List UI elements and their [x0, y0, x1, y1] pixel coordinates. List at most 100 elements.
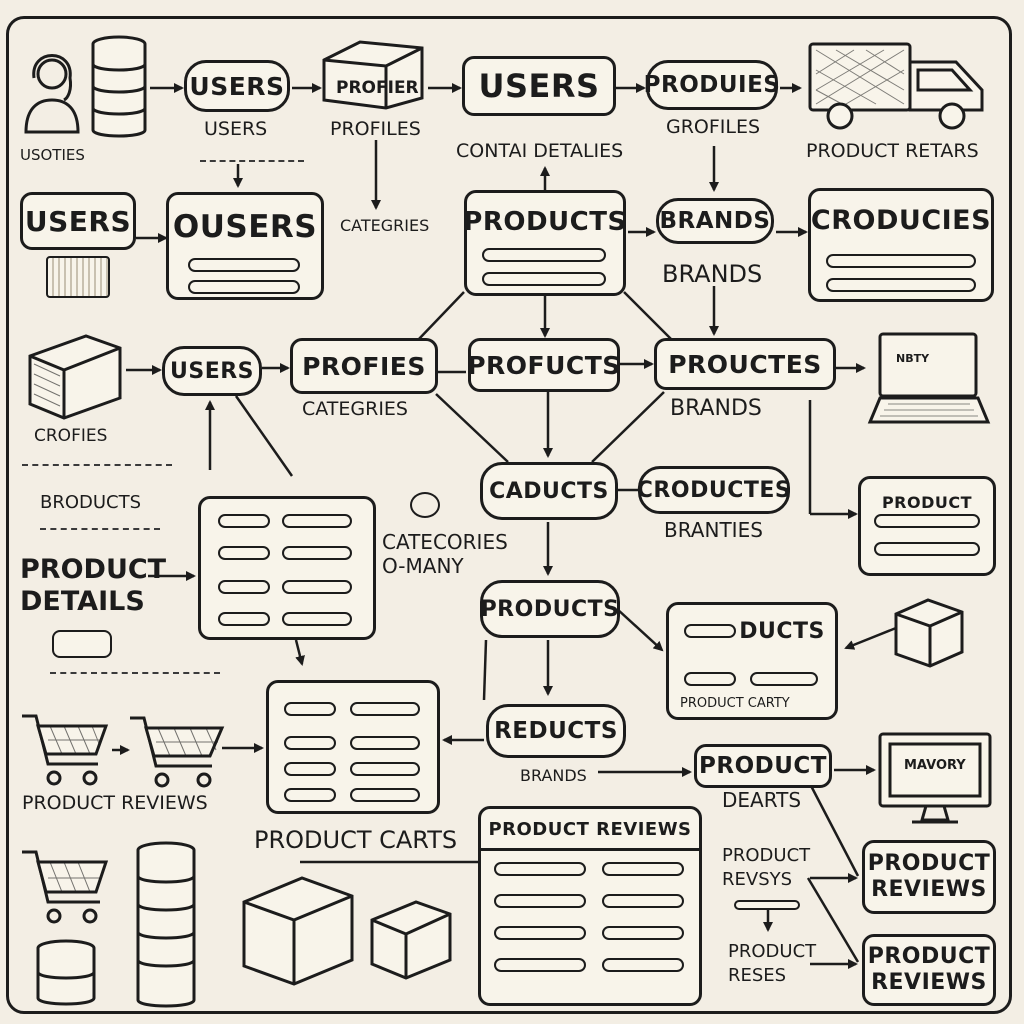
reviews-val-2	[602, 894, 684, 908]
connector-mid-cross-1	[234, 395, 294, 477]
attr-key-2	[218, 546, 270, 560]
laptop-screen-text: NBTY	[896, 352, 930, 365]
attr-val-3	[282, 580, 352, 594]
grofiles-label: GROFILES	[666, 116, 761, 138]
cardinality-icon	[410, 492, 440, 518]
arrow-icon-products-to-ducts	[615, 607, 664, 652]
categories-many-label: CATECORIES O-MANY	[382, 530, 508, 578]
products-field-1	[482, 248, 606, 262]
produies-node[interactable]: PRODUIES	[644, 60, 780, 110]
arrow-icon-carts-up-down	[294, 639, 305, 666]
scribble-line-2	[22, 464, 172, 466]
croducties-node[interactable]: CRODUCTES	[637, 466, 791, 514]
carts-key-4	[284, 788, 336, 802]
product-carts-label: PRODUCT CARTS	[254, 826, 458, 854]
product-details-text: PRODUCT DETAILS	[20, 554, 167, 617]
shopping-cart-icon-3	[22, 850, 109, 924]
product-carty-label: PRODUCT CARTY	[680, 696, 790, 711]
reviews-divider	[480, 848, 700, 851]
connector-profies-to-caducts	[435, 393, 509, 463]
connector-right-diag-2	[806, 877, 860, 963]
diagram-border	[6, 16, 1012, 1014]
package-box-icon	[894, 598, 964, 668]
carts-key-3	[284, 762, 336, 776]
users-icon-caption: USOTIES	[20, 146, 85, 164]
products-title: PRODUCTS	[463, 207, 627, 237]
ducts-title: DUCTS	[739, 619, 825, 644]
ducts-entity-box[interactable]: DUCTS	[666, 602, 838, 720]
database-stack-icon	[91, 35, 147, 138]
branties-label: BRANTIES	[664, 518, 763, 542]
laptop-icon	[867, 332, 991, 424]
delivery-truck-icon	[808, 42, 984, 130]
users-node-center-top[interactable]: USERS	[462, 56, 616, 116]
scribble-line	[200, 160, 304, 162]
brands-node[interactable]: BRANDS	[656, 198, 774, 244]
profier-node[interactable]: PROFIER	[336, 78, 419, 98]
shopping-cart-icon	[22, 714, 109, 786]
crate-box-icon	[28, 334, 122, 420]
ousers-field-1	[188, 258, 300, 272]
products-node-lower[interactable]: PRODUCTS	[480, 580, 620, 638]
categories-caption: CATEGRIES	[302, 398, 408, 420]
profucts-node[interactable]: PROFUCTS	[467, 338, 620, 392]
user-avatar-icon	[24, 54, 80, 134]
reviews-key-2	[494, 894, 586, 908]
profile-box-icon	[322, 40, 424, 110]
crofies-label: CROFIES	[34, 426, 108, 446]
ducts-key-1	[684, 624, 736, 638]
product-reviews-node-1[interactable]: PRODUCT REVIEWS	[862, 840, 996, 914]
reviews-key-3	[494, 926, 586, 940]
product-reses-label: PRODUCT RESES	[728, 941, 817, 986]
attr-val-4	[282, 612, 352, 626]
package-box-icon-large	[242, 876, 354, 986]
product-retars-label: PRODUCT RETARS	[806, 140, 979, 162]
brands-caption-2: BRANDS	[670, 396, 762, 421]
ousers-title: OUSERS	[172, 209, 318, 245]
connector-producets-to-caducts	[591, 391, 665, 463]
products-caption: BRODUCTS	[40, 492, 142, 513]
attr-val-1	[282, 514, 352, 528]
connector-products-to-profies	[417, 291, 465, 341]
brands-small-label: BRANDS	[520, 766, 587, 785]
brands-caption: BRANDS	[662, 260, 763, 288]
carts-val-4	[350, 788, 420, 802]
product-revsys-label: PRODUCT REVSYS	[722, 845, 811, 890]
reviews-key-1	[494, 862, 586, 876]
database-stack-icon-tall	[136, 841, 196, 1008]
users-caption: USERS	[204, 118, 268, 140]
small-tag-node	[52, 630, 112, 658]
product-detail-title: PRODUCT	[881, 493, 973, 512]
attr-key-1	[218, 514, 270, 528]
carts-key-2	[284, 736, 336, 750]
users-node-left[interactable]: USERS	[20, 192, 136, 250]
dearts-label: DEARTS	[722, 788, 802, 812]
attr-key-4	[218, 612, 270, 626]
reviews-val-1	[602, 862, 684, 876]
reviews-val-4	[602, 958, 684, 972]
carts-val-2	[350, 736, 420, 750]
products-field-2	[482, 272, 606, 286]
users-node-mid[interactable]: USERS	[162, 346, 262, 396]
product-node-darts[interactable]: PRODUCT	[694, 744, 832, 788]
croducies-title: CRODUCIES	[810, 205, 992, 236]
connector-reducts-left-up	[482, 639, 488, 701]
attr-val-2	[282, 546, 352, 560]
croducies-field-2	[826, 278, 976, 292]
caducts-node[interactable]: CADUCTS	[480, 462, 618, 520]
contai-detailes-label: CONTAI DETALIES	[456, 140, 624, 162]
reducts-node[interactable]: REDUCTS	[486, 704, 626, 758]
attr-key-3	[218, 580, 270, 594]
users-node-top[interactable]: USERS	[184, 60, 290, 112]
profies-node[interactable]: PROFIES	[290, 338, 438, 394]
scribble-line-3	[40, 528, 160, 530]
record-card-icon	[46, 256, 110, 298]
profiles-caption: PROFILES	[330, 118, 421, 140]
product-detail-field-1	[874, 514, 980, 528]
carts-val-1	[350, 702, 420, 716]
producets-node[interactable]: PROUCTES	[654, 338, 836, 390]
shopping-cart-icon-2	[130, 716, 225, 788]
product-reviews-node-2[interactable]: PRODUCT REVIEWS	[862, 934, 996, 1006]
